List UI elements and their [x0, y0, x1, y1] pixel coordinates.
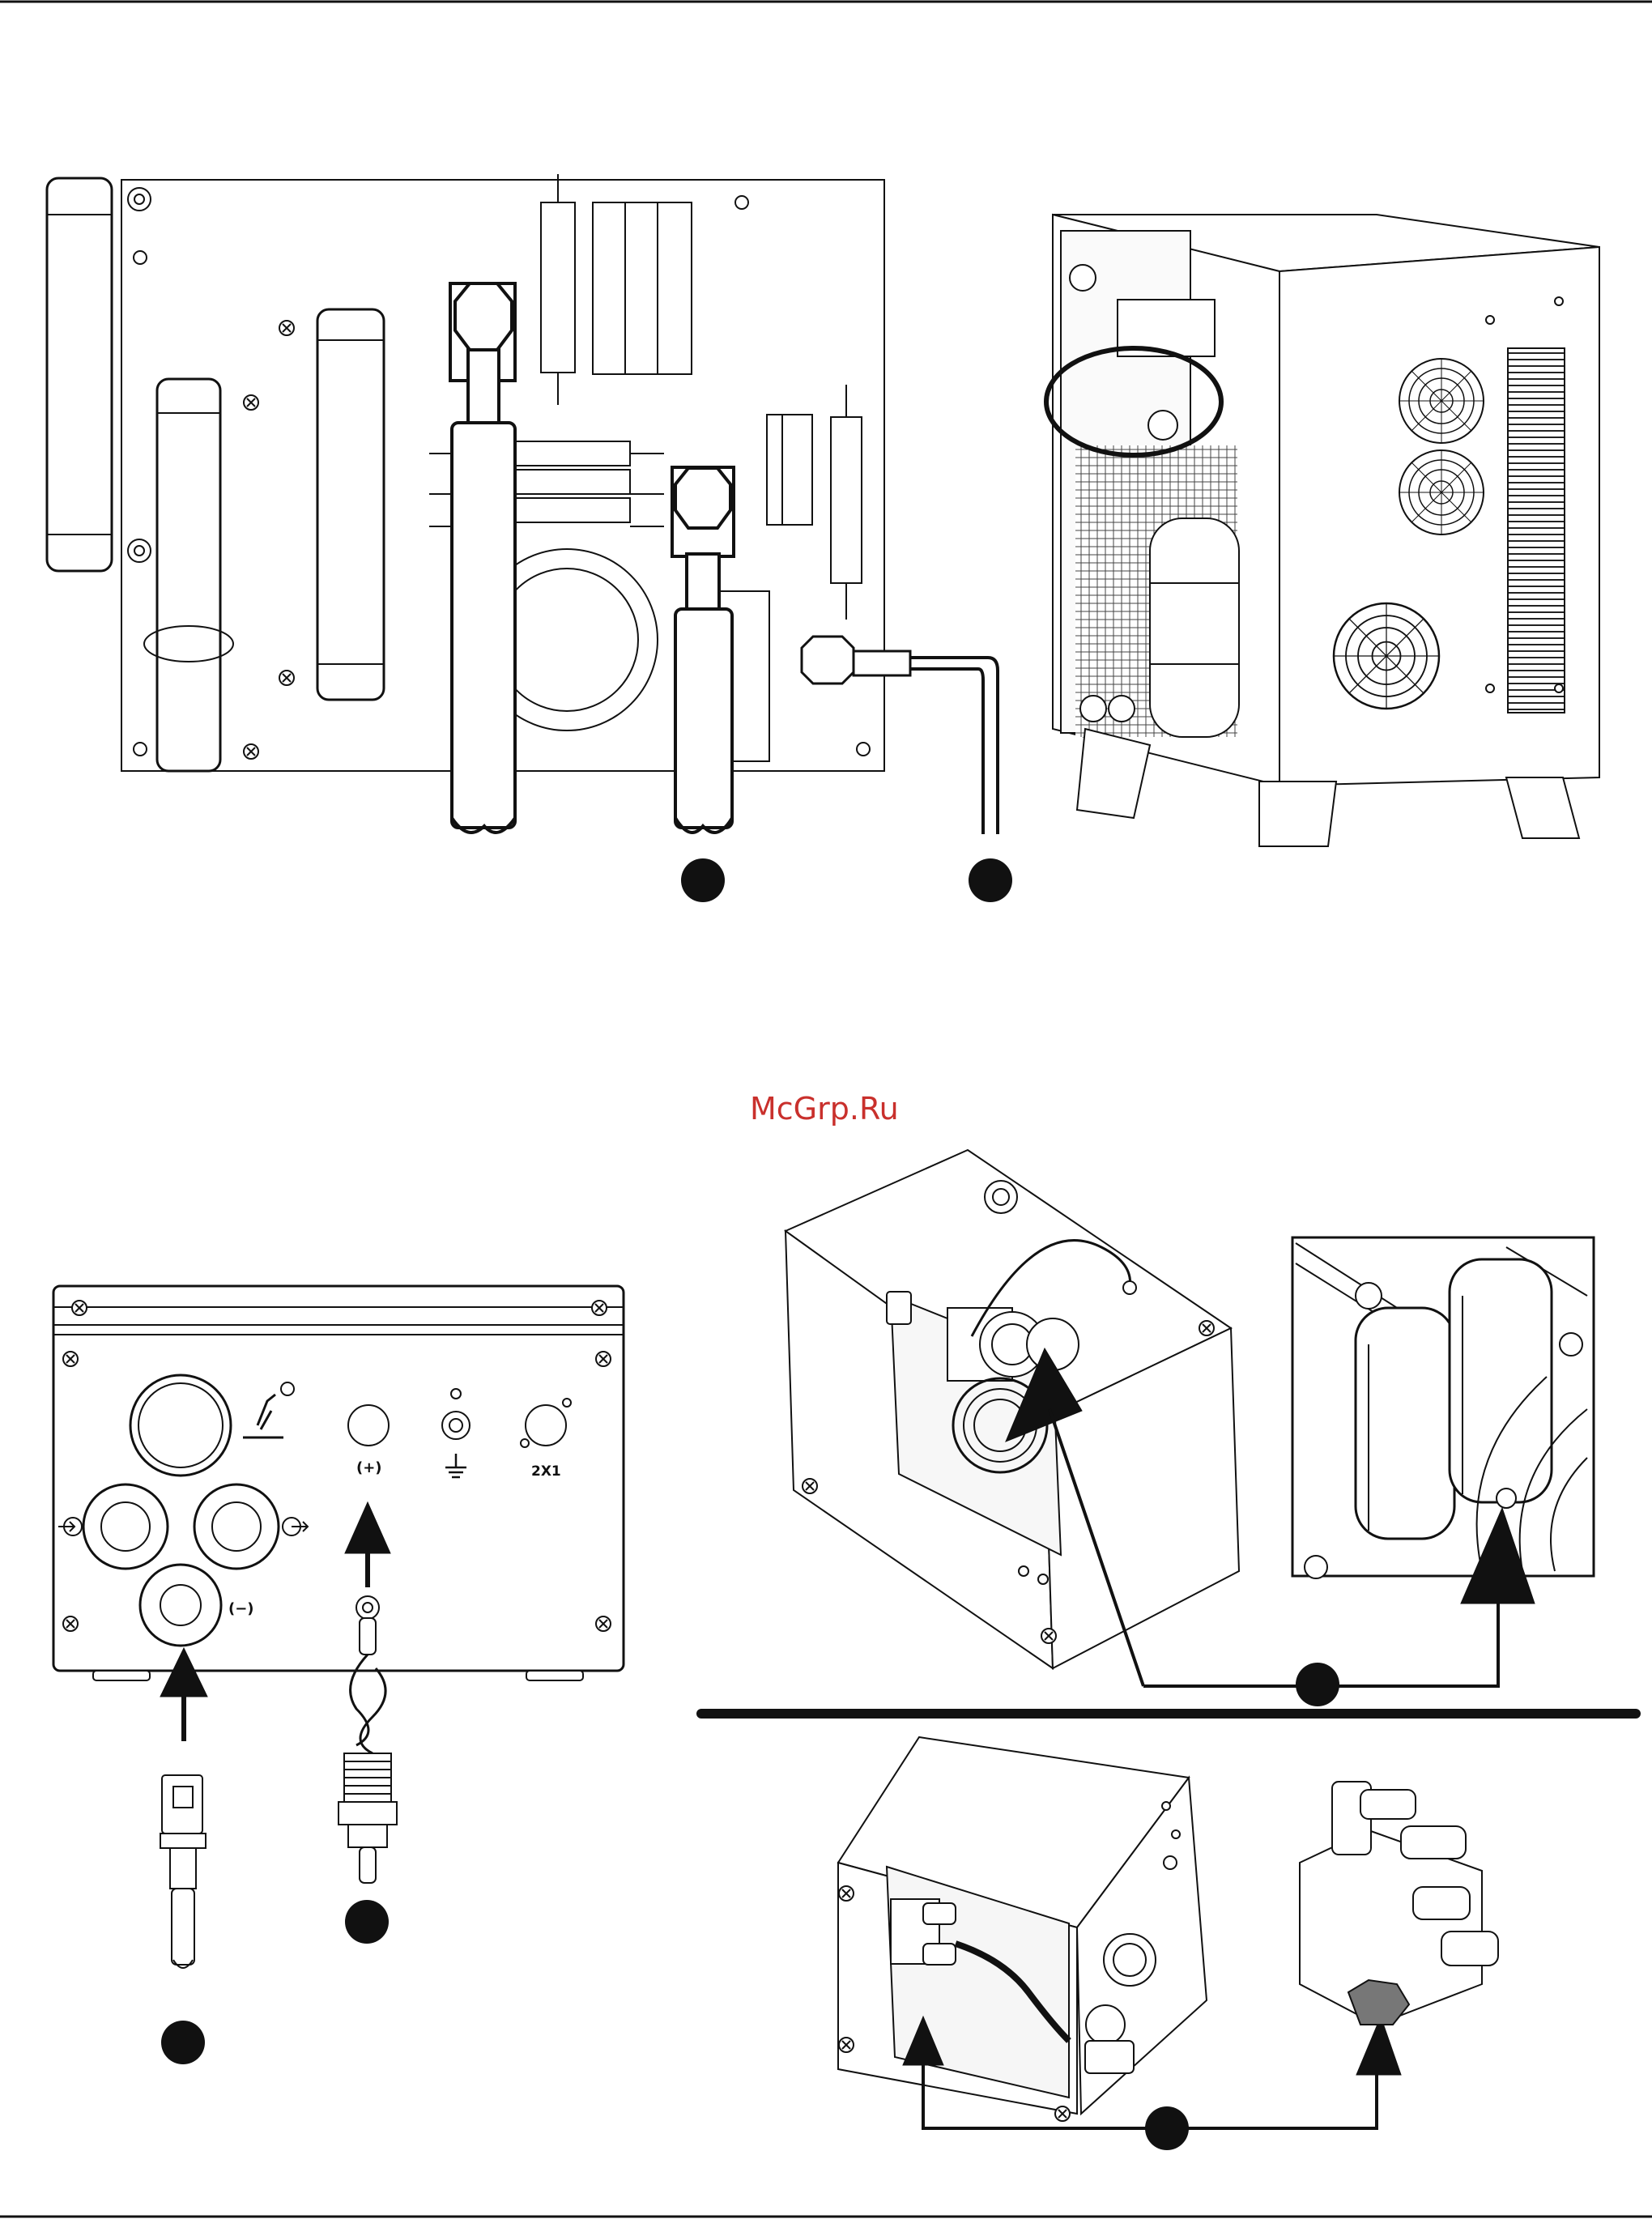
- section-divider: [696, 1709, 1641, 1719]
- gas-valve-detail: [1300, 1782, 1498, 2025]
- figure-circuit-board: [47, 174, 998, 834]
- negative-label: (−): [228, 1600, 254, 1617]
- vent-louvres: [1508, 348, 1565, 713]
- connector-label: 2X1: [531, 1463, 561, 1480]
- positive-port: [348, 1405, 389, 1446]
- callout-dot: [161, 2021, 205, 2064]
- capacitor-bar-right: [317, 309, 384, 700]
- callout-dot: [1296, 1663, 1339, 1706]
- connector-2x1: [526, 1405, 566, 1446]
- positive-label: (+): [356, 1459, 382, 1476]
- negative-plug: [160, 1775, 206, 1968]
- callout-dot: [681, 858, 725, 902]
- power-cable-1: [450, 283, 515, 833]
- capacitor-bar-left: [47, 178, 112, 571]
- figure-gas-module: [838, 1737, 1207, 2121]
- detail-inset: [1292, 1237, 1594, 1578]
- power-cable-2: [672, 467, 734, 833]
- figure-machine-cabinet: [1046, 215, 1599, 846]
- capacitor-bar-mid: [157, 379, 220, 771]
- figure-rear-panel: [53, 1286, 624, 1680]
- figure-open-module: [786, 1150, 1239, 1668]
- callout-dot: [1145, 2106, 1189, 2150]
- callout-dot: [345, 1900, 389, 1944]
- callout-dot: [969, 858, 1012, 902]
- watermark: McGrp.Ru: [750, 1091, 899, 1127]
